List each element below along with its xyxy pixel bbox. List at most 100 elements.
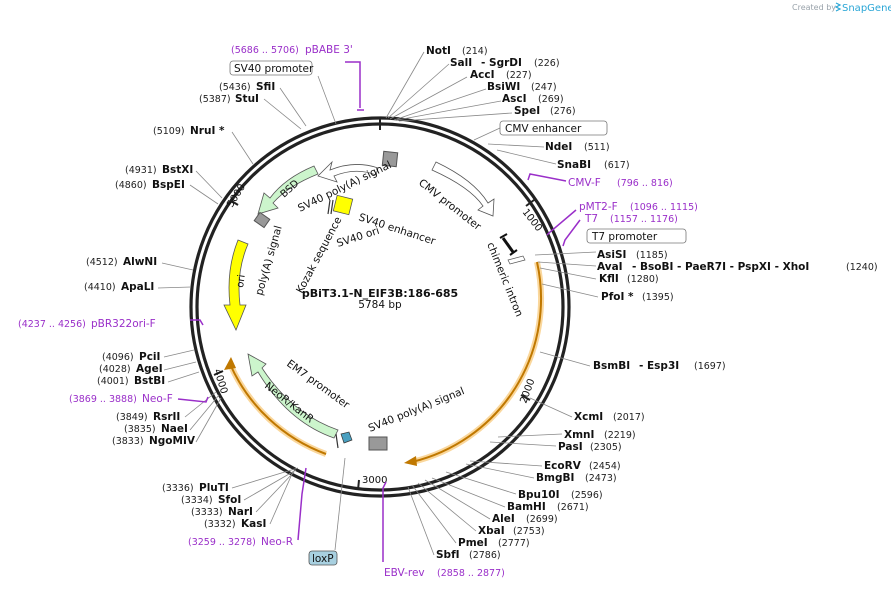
enzyme-ecorv-pos: (2454) (589, 461, 621, 472)
enzyme-alwni-pos: (4512) (86, 257, 118, 268)
enzyme-xcmi: XcmI (574, 411, 603, 423)
enzyme-pfoi: PfoI * (601, 291, 634, 303)
primer-neo-f: Neo-F (142, 393, 173, 405)
enzyme-acci: AccI (470, 69, 494, 81)
enzyme-ndei-pos: (511) (584, 142, 610, 153)
enzyme-snabi: SnaBI (557, 159, 591, 171)
enzyme-bsmbi: BsmBI (593, 360, 630, 372)
enzyme-sgrdi: - SgrDI (481, 57, 522, 69)
enzyme-asisi-pos: (1185) (636, 250, 668, 261)
enzyme-xmni-pos: (2219) (604, 430, 636, 441)
enzyme-stui: StuI (235, 93, 259, 105)
primer-t7: T7 (584, 213, 598, 225)
enzyme-alei-pos: (2699) (526, 514, 558, 525)
primer-pbabe3: pBABE 3' (305, 44, 353, 56)
enzyme-apali-pos: (4410) (84, 282, 116, 293)
primer-neo-r-pos: (3259 .. 3278) (188, 537, 256, 548)
enzyme-pasi: PasI (558, 441, 583, 453)
chimeric-intron-icon (499, 233, 526, 265)
enzyme-avai-pos: (1240) (846, 262, 878, 273)
primer-markers (177, 61, 581, 562)
enzyme-noti-pos: (214) (462, 46, 488, 57)
bsd-end-box (253, 211, 271, 229)
feature-cmv-promoter: CMV promoter (416, 177, 484, 233)
enzyme-avai-iso: - BsoBI - PaeR7I - PspXI - XhoI (632, 261, 809, 273)
enzyme-bspei: BspEI (152, 179, 185, 191)
cmv-enhancer-box (499, 120, 608, 136)
feature-sv40-ori: SV40 ori (335, 225, 381, 250)
enzyme-snabi-pos: (617) (604, 160, 630, 171)
enzyme-spei-pos: (276) (550, 106, 576, 117)
enzyme-bpu10i: Bpu10I (518, 489, 560, 501)
enzyme-sbfi: SbfI (436, 549, 460, 561)
t7-promoter-label: T7 promoter (591, 231, 658, 243)
sv40-ori-box (332, 194, 354, 216)
enzyme-asci: AscI (502, 93, 527, 105)
tick-3000: 3000 (362, 475, 387, 486)
enzyme-xbai: XbaI (478, 525, 505, 537)
enzyme-rsrii-pos: (3849) (116, 412, 148, 423)
ticks (213, 118, 535, 491)
primer-ebv-rev-pos: (2858 .. 2877) (437, 568, 505, 579)
t7-promoter-box (586, 228, 687, 244)
feature-polya-signal: poly(A) signal (253, 224, 284, 297)
enzyme-kasi-pos: (3332) (204, 519, 236, 530)
enzyme-bpu10i-pos: (2596) (571, 490, 603, 501)
enzyme-noti: NotI (426, 45, 451, 57)
enzyme-nari-pos: (3333) (191, 507, 223, 518)
enzyme-rsrii: RsrII (153, 411, 180, 423)
enzyme-alei: AleI (492, 513, 515, 525)
plasmid-size: 5784 bp (358, 299, 402, 311)
primer-pbabe3-pos: (5686 .. 5706) (231, 45, 299, 56)
sv40-promoter-box (229, 60, 313, 76)
enzyme-sfii-pos: (5436) (219, 82, 251, 93)
enzyme-pcii-pos: (4096) (102, 352, 134, 363)
enzyme-pfoi-pos: (1395) (642, 292, 674, 303)
enzyme-sfii: SfiI (256, 81, 275, 93)
enzyme-pcii: PciI (139, 351, 160, 363)
enzyme-sali-pos: (226) (534, 58, 560, 69)
primer-pmt2-f-pos: (1096 .. 1115) (630, 202, 698, 213)
enzyme-kasi: KasI (241, 518, 266, 530)
ori-arrow (223, 239, 249, 331)
enzyme-ngomiv: NgoMIV (149, 435, 196, 447)
enzyme-asisi: AsiSI (597, 249, 626, 261)
primer-pbr322ori-f: pBR322ori-F (91, 318, 156, 330)
enzyme-bspei-pos: (4860) (115, 180, 147, 191)
leader-lines-left (157, 75, 346, 551)
enzyme-kfli-pos: (1280) (627, 274, 659, 285)
snapgene-logo-icon (834, 2, 842, 12)
enzyme-alwni: AlwNI (123, 256, 157, 268)
enzyme-asci-pos: (269) (538, 94, 564, 105)
enzyme-xmni: XmnI (564, 429, 594, 441)
insert-arc (411, 261, 542, 463)
sv40-promoter-label: SV40 promoter (234, 63, 314, 75)
credit-prefix: Created by (792, 3, 836, 12)
enzyme-bmgbi: BmgBI (536, 472, 574, 484)
feature-sv40-polya-bottom: SV40 poly(A) signal (367, 385, 467, 435)
enzyme-ndei: NdeI (545, 141, 572, 153)
feature-chimeric-intron: chimeric intron (484, 241, 525, 319)
enzyme-naei-pos: (3835) (124, 424, 156, 435)
primer-ebv-rev: EBV-rev (384, 567, 425, 579)
enzyme-ecorv: EcoRV (544, 460, 582, 472)
enzyme-pluti-pos: (3336) (162, 483, 194, 494)
enzyme-avai: AvaI (597, 261, 623, 273)
neo-orange-arc (229, 363, 327, 455)
cmv-promoter-arrow (431, 161, 495, 217)
enzyme-bstxi: BstXI (162, 164, 193, 176)
enzyme-agei: AgeI (136, 363, 163, 375)
primer-pmt2-f: pMT2-F (579, 201, 618, 213)
enzyme-nrui-pos: (5109) (153, 126, 185, 137)
enzyme-nari: NarI (228, 506, 253, 518)
enzyme-naei: NaeI (161, 423, 188, 435)
primer-cmv-f-pos: (796 .. 816) (617, 178, 673, 189)
enzyme-xbai-pos: (2753) (513, 526, 545, 537)
enzyme-xcmi-pos: (2017) (613, 412, 645, 423)
feature-kozak: Kozak sequence (294, 215, 344, 295)
enzyme-sali: SalI (450, 57, 472, 69)
enzyme-esp3i: - Esp3I (639, 360, 679, 372)
enzyme-apali: ApaLI (121, 281, 154, 293)
enzyme-pmei: PmeI (458, 537, 488, 549)
